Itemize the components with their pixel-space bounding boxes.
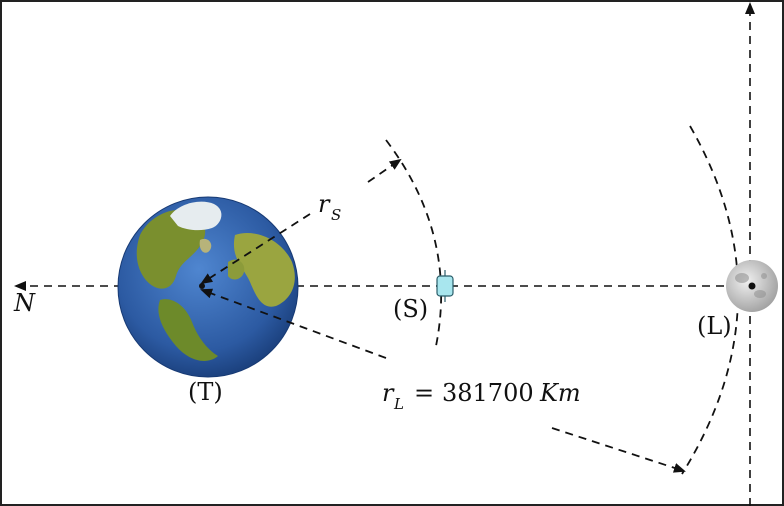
label-rs: r S	[318, 190, 341, 224]
label-satellite: (S)	[393, 295, 428, 323]
satellite-icon	[436, 270, 454, 302]
moon-icon	[726, 260, 778, 312]
rl-sub: L	[393, 395, 404, 413]
satellite-orbit-arrow	[367, 158, 402, 183]
satellite-orbit-arc	[385, 139, 443, 347]
moon-orbit-arc	[681, 125, 739, 475]
rs-vector	[200, 213, 311, 285]
rl-equals: =	[414, 379, 434, 407]
label-earth: (T)	[188, 378, 223, 406]
rs-sub: S	[331, 206, 341, 224]
earth-icon	[117, 196, 299, 378]
rl-number: 381700	[442, 379, 534, 407]
rl-vector	[200, 288, 387, 359]
label-moon: (L)	[697, 312, 732, 340]
rl-main: r	[382, 379, 395, 407]
label-rl-equation: r L = 381700 Km	[382, 379, 581, 413]
rl-unit: Km	[539, 379, 581, 407]
earth-center-dot	[199, 283, 205, 289]
rs-main: r	[318, 190, 331, 218]
moon-orbit-arrow	[551, 427, 686, 473]
label-north: N	[13, 289, 36, 317]
